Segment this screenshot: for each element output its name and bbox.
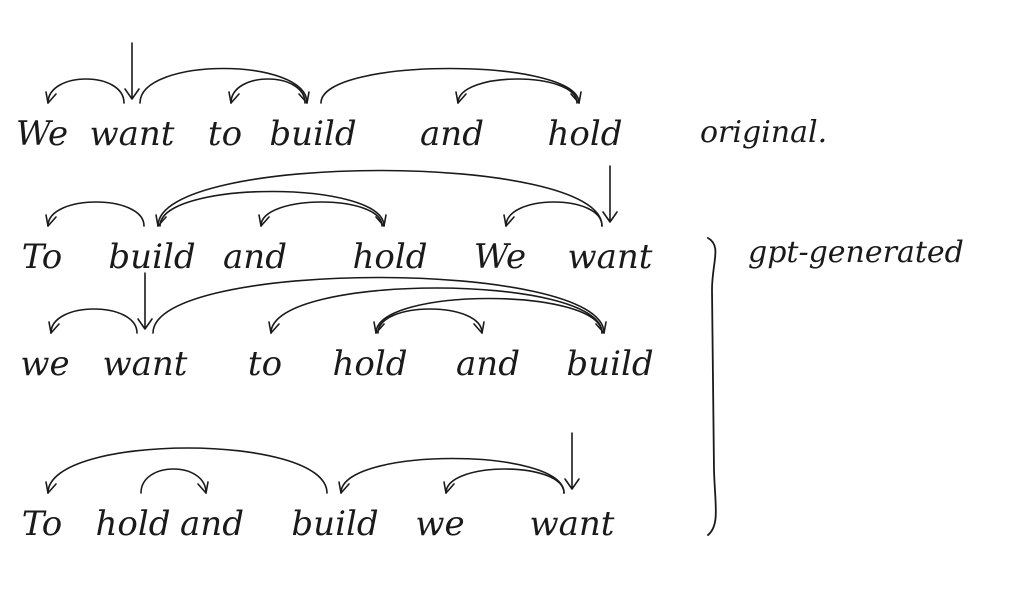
arrowhead [455, 91, 467, 104]
original-label: original. [700, 115, 827, 150]
root-arrow [137, 272, 153, 330]
dependency-arc [47, 78, 125, 104]
dependency-arc [159, 190, 385, 227]
dependency-arc [505, 201, 603, 227]
word-token: want [530, 504, 615, 544]
word-token: and [180, 504, 244, 544]
root-arrow [564, 432, 580, 490]
word-token: hold [547, 114, 622, 154]
word-token: want [90, 114, 175, 154]
dependency-arc [320, 67, 580, 104]
root-arrow [602, 165, 618, 223]
dependency-arc [47, 201, 145, 227]
arrowhead [258, 214, 270, 227]
arrowhead [228, 91, 240, 104]
word-token: we [415, 504, 464, 544]
arrowhead [197, 481, 209, 494]
word-token: hold [95, 504, 170, 544]
dependency-arc [230, 78, 306, 104]
dependency-arc [140, 468, 207, 494]
arrowhead [375, 214, 387, 227]
gpt-generated-label: gpt-generated [748, 235, 964, 270]
arrowhead [373, 321, 385, 334]
word-token: want [103, 344, 188, 384]
word-token: We [474, 237, 526, 277]
arrowhead [155, 214, 167, 227]
dependency-arc [270, 287, 603, 334]
right-brace [707, 237, 717, 536]
arrowhead [268, 321, 280, 334]
arrowhead [45, 214, 57, 227]
word-token: hold [352, 237, 427, 277]
arrowhead [595, 321, 607, 334]
arrowhead [473, 321, 485, 334]
arrowhead [570, 91, 582, 104]
dependency-arc [340, 457, 565, 494]
word-token: We [16, 114, 68, 154]
arrowhead [48, 321, 60, 334]
dependency-arc [260, 201, 383, 227]
word-token: to [208, 114, 242, 154]
word-token: to [248, 344, 282, 384]
word-token: want [568, 237, 653, 277]
dependency-arc [152, 276, 605, 334]
arrowhead [298, 91, 310, 104]
word-token: and [420, 114, 484, 154]
dependency-arc [139, 67, 308, 104]
dependency-arc [50, 308, 138, 334]
word-token: and [223, 237, 287, 277]
dependency-arc [157, 169, 603, 227]
word-token: hold [332, 344, 407, 384]
word-token: and [456, 344, 520, 384]
dependency-arc [457, 78, 578, 104]
dependency-arc [47, 447, 328, 494]
arrowhead [45, 481, 57, 494]
root-arrow [124, 42, 140, 100]
arrowhead [503, 214, 515, 227]
word-token: build [566, 344, 653, 384]
dependency-arc [445, 468, 565, 494]
dependency-arc [375, 297, 603, 334]
word-token: build [291, 504, 378, 544]
word-token: build [269, 114, 356, 154]
arrowhead [338, 481, 350, 494]
arrowhead [45, 91, 57, 104]
dependency-arc [377, 308, 483, 334]
sentence-row: To build and hold We want [22, 165, 653, 277]
word-token: To [22, 237, 63, 277]
arrowhead [443, 481, 455, 494]
word-token: we [20, 344, 69, 384]
word-token: To [22, 504, 63, 544]
word-token: build [108, 237, 195, 277]
